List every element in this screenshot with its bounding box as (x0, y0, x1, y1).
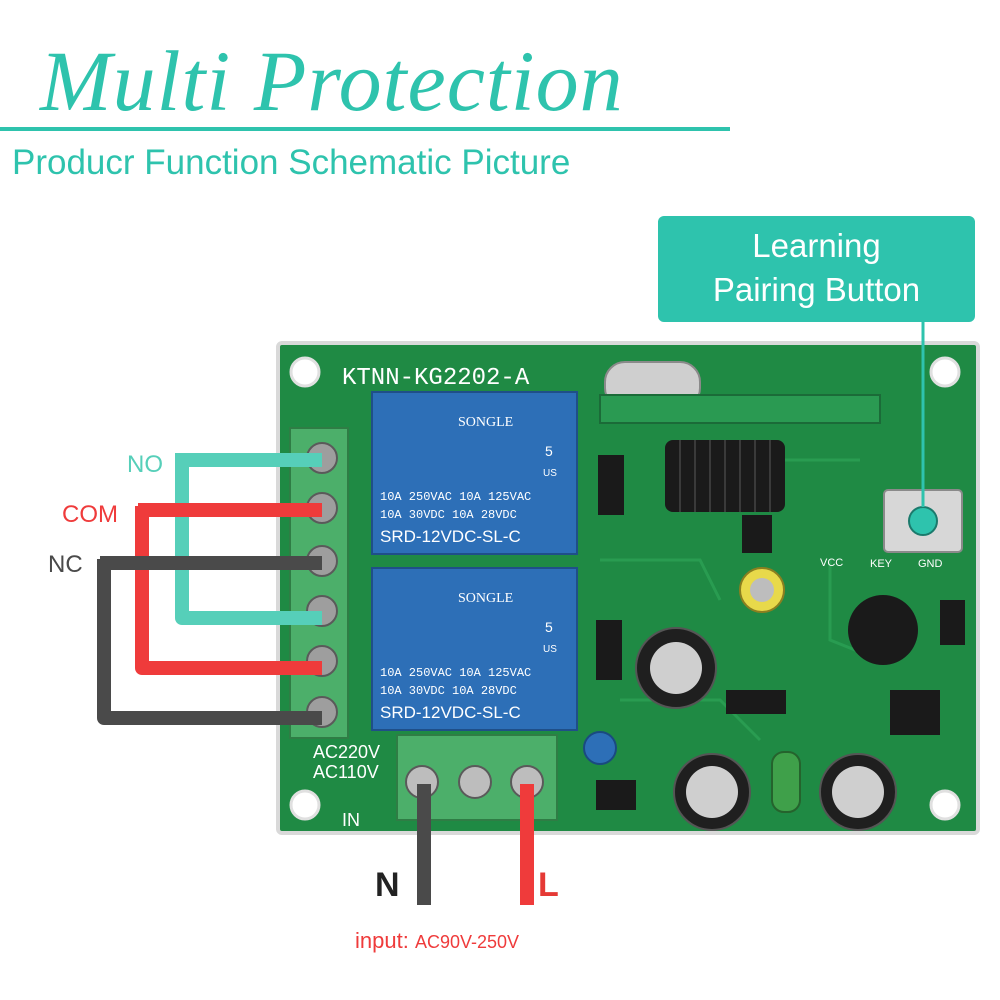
chip-component (890, 690, 940, 735)
relay1-line2: 10A 30VDC 10A 28VDC (380, 508, 517, 522)
board-vcc: VCC (820, 557, 843, 569)
relay2-line1: 10A 250VAC 10A 125VAC (380, 666, 531, 680)
relay-icon (371, 391, 578, 555)
diode-component (596, 620, 622, 680)
relay1-us: US (543, 468, 557, 479)
inductor-component (848, 595, 918, 665)
label-l: L (538, 866, 559, 904)
mount-hole-icon (289, 356, 321, 388)
board-key: KEY (870, 558, 893, 570)
diode-component (726, 690, 786, 714)
input-voltage: input: AC90V-250V (355, 928, 519, 954)
label-no: NO (127, 451, 163, 478)
relay1-pin: 5 (545, 443, 553, 459)
wire-nc (97, 556, 322, 725)
relay2-model: SRD-12VDC-SL-C (380, 703, 521, 722)
relay2-line2: 10A 30VDC 10A 28VDC (380, 684, 517, 698)
receiver-module (599, 394, 881, 424)
callout-line-1: Learning (752, 227, 881, 264)
input-range: AC90V-250V (414, 932, 520, 952)
relay-icon (371, 567, 578, 731)
callout-line-2: Pairing Button (712, 271, 921, 308)
relay1-line1: 10A 250VAC 10A 125VAC (380, 490, 531, 504)
board-gnd: GND (918, 558, 943, 570)
relay2-pin: 5 (545, 619, 553, 635)
chip-component (940, 600, 965, 645)
pairing-button-cap (908, 506, 938, 536)
board-ac110: AC110V (313, 762, 379, 782)
label-nc: NC (48, 551, 83, 578)
relay1-model: SRD-12VDC-SL-C (380, 527, 521, 546)
page-title: Multi Protection (40, 33, 624, 129)
input-prefix: input: (355, 928, 409, 953)
relay2-brand: SONGLE (458, 591, 513, 606)
board-model: KTNN-KG2202-A (342, 365, 530, 392)
chip-component (742, 515, 772, 553)
board-ac220: AC220V (313, 742, 380, 762)
mount-hole-icon (929, 356, 961, 388)
chip-component (596, 780, 636, 810)
label-com: COM (62, 501, 118, 528)
pairing-button-callout: Learning Pairing Button (658, 216, 975, 322)
inductor-component (771, 751, 801, 813)
output-terminal-block (289, 427, 349, 739)
title-underline (0, 127, 730, 131)
relay2-us: US (543, 644, 557, 655)
page-subtitle: Producr Function Schematic Picture (12, 143, 571, 182)
relay1-brand: SONGLE (458, 415, 513, 430)
terminal-screw-icon (458, 765, 492, 799)
board-in: IN (342, 810, 360, 830)
mount-hole-icon (289, 789, 321, 821)
mount-hole-icon (929, 789, 961, 821)
varistor-component (583, 731, 617, 765)
diode-component (598, 455, 624, 515)
label-n: N (375, 866, 400, 904)
